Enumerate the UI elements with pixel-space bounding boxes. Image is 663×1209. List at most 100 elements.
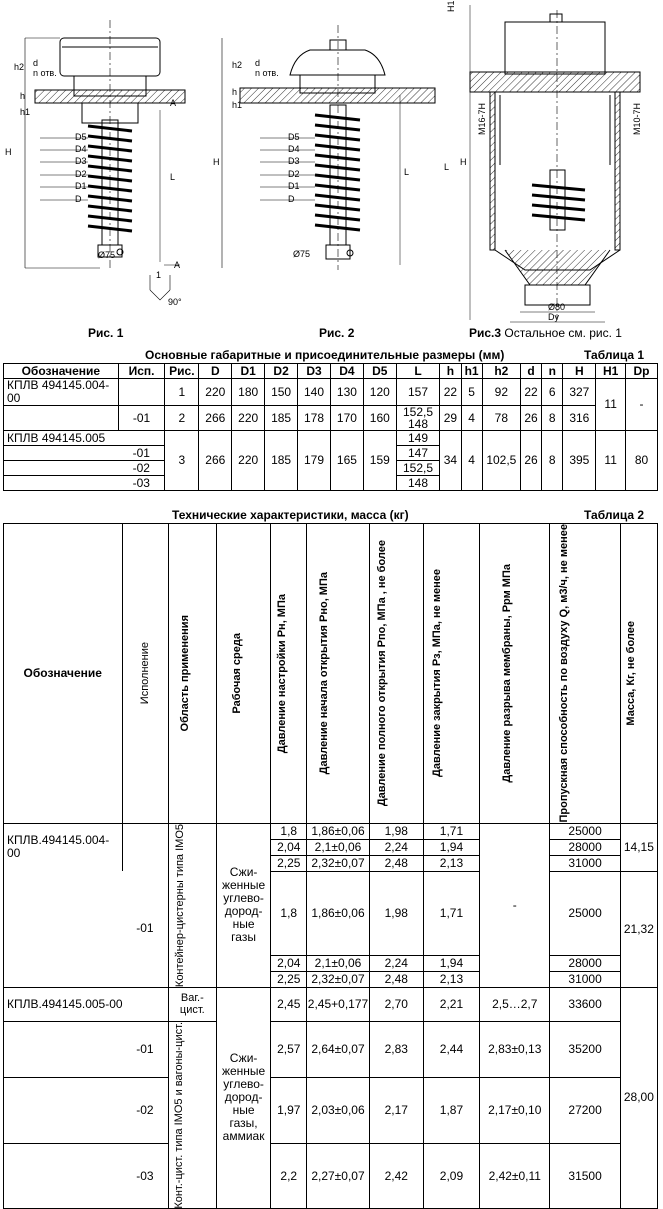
dim-D4-fig1: D4 [75,144,87,154]
table2-header-medium-text: Рабочая среда [230,632,243,714]
cell-mass: 21,32 [619,870,659,988]
cell-pz: 2,13 [422,854,481,872]
cell-ppo: 2,70 [368,986,424,1022]
table1-header: D3 [297,363,331,379]
table1-header-row: Обозначение Исп. Рис. D D1 D2 D3 D4 D5 L… [3,363,658,379]
cell-q: 31000 [549,854,621,872]
figure-1-drawing [24,20,186,301]
thread-M16: M16-7H [477,103,487,135]
cell-fig: 3 [164,430,200,491]
cell-isp: -03 [122,1142,169,1209]
cell-L: 147 [395,445,441,461]
cell-D5: 159 [362,430,397,491]
table1-header: h1 [460,363,483,379]
specs-table: Обозначение Исполнение Область применени… [3,523,659,1209]
table1-header: h [439,363,462,379]
table2-header-isp: Исполнение [121,523,169,824]
cell-isp: -03 [118,475,166,491]
cell-pz: 2,09 [422,1142,481,1209]
cell-L-b: 148 [408,417,429,431]
cell-area: Ваг.- цист. [167,986,217,1022]
dim-d-fig1: d [33,58,38,68]
table1-header: Исп. [117,363,166,379]
table2-header-medium: Рабочая среда [215,523,272,824]
dim-d80-fig3: Ø80 [548,302,565,312]
table1-header: Рис. [164,363,200,379]
cell-H: 395 [562,430,597,491]
dim-L-fig1: L [170,172,175,182]
figure-3-label: Рис.3 [469,326,502,340]
table2-header-pz: Давление закрытия Pз, МПа, не менее [422,523,481,824]
cell-pn: 2,25 [270,970,308,988]
table-row: 2,04 2,1±0,06 2,24 1,94 28000 [4,838,658,856]
dim-d75-fig1: Ø75 [98,250,115,260]
thread-M10: M10-7H [632,103,642,135]
cell-isp: -02 [122,1077,169,1144]
cell-name [3,405,119,431]
cell-mass: 28,00 [619,986,659,1209]
dim-n-holes-fig2: n отв. [255,68,279,78]
table1-header: D4 [329,363,364,379]
dim-1-view: 1 [156,270,161,280]
dim-H-fig1: H [5,147,12,157]
figure-3-caption: Рис.3 Остальное см. рис. 1 [469,326,622,340]
cell-pno: 2,1±0,06 [306,838,370,856]
dim-D5-fig2: D5 [288,132,300,142]
figure-2-caption: Рис. 2 [319,326,355,340]
table-row: КПЛВ 494145.005 3 266 220 185 179 165 15… [2,430,658,491]
cell-q: 28000 [549,954,621,972]
table1-header: H [562,363,597,379]
cell-D: 266 [198,405,233,431]
cell-D2: 185 [264,430,299,491]
table2-header-row: Обозначение Исполнение Область применени… [3,523,659,824]
dim-D4-fig2: D4 [288,144,300,154]
cell-D2: 150 [264,378,299,406]
dim-D5-fig1: D5 [75,132,87,142]
table2-header-ppo: Давление полного открытия Pпо, МПа , не … [368,523,424,824]
dim-n-holes-fig1: n отв. [33,68,57,78]
cell-pz: 1,71 [422,822,481,840]
table-row: -01 1,8 1,86±0,06 1,98 1,71 25000 21,32 [3,870,659,988]
table1-header: D5 [362,363,397,379]
dim-D3-fig2: D3 [288,156,300,166]
table2-header-pn: Давление настройки Pн, МПа [270,523,308,824]
figure-3-note: Остальное см. рис. 1 [504,326,622,340]
cell-q: 25000 [549,870,621,956]
cell-prm: - [479,822,551,988]
cell-D4: 130 [329,378,364,406]
cell-H1: 11 [595,378,626,431]
cell-prm: 2,5…2,7 [479,986,551,1022]
cell-area: Контейнер-цистерны типа IMO5 [167,822,217,988]
cell-area: Конт.-цист. типа IMO5 и вагоны-цист. [167,1020,217,1209]
cell-isp [117,378,166,406]
dim-h2-fig2: h2 [232,60,242,70]
cell-fig: 2 [164,405,200,431]
cell-pz: 1,87 [422,1077,481,1144]
cell-d: 26 [519,405,543,431]
cell-D3: 179 [297,430,331,491]
spring-fig2 [314,113,361,232]
cell-name [3,1020,123,1079]
cell-pno: 2,32±0,07 [306,854,370,872]
table2-header-q: Пропускная способность по воздуху Q, м3/… [549,523,621,824]
cell-Dp: - [625,378,658,431]
cell-pno: 2,03±0,06 [306,1077,370,1144]
cell-D5: 120 [362,378,397,406]
figure-1-caption: Рис. 1 [88,326,124,340]
table2-label: Таблица 2 [584,508,645,522]
cell-D5: 160 [362,405,397,431]
cell-pno: 2,32±0,07 [306,970,370,988]
cell-D4: 165 [329,430,364,491]
table-row: КПЛВ 494145.004-00 1 220 180 150 140 130… [3,378,658,431]
cell-q: 25000 [549,822,621,840]
table2-header-area-text: Область применения [179,615,192,732]
cell-D: 266 [198,430,233,491]
cell-D1: 220 [231,405,266,431]
cell-isp: -01 [118,445,166,461]
dim-H-fig3: H [460,157,467,167]
cell-h: 29 [439,405,462,431]
dim-Dy-fig3: Dy [548,312,559,322]
table1-header: L [395,363,441,379]
table2-header-ppo-text: Давление полного открытия Pпо, МПа , не … [376,540,389,807]
cell-n: 6 [541,378,564,406]
